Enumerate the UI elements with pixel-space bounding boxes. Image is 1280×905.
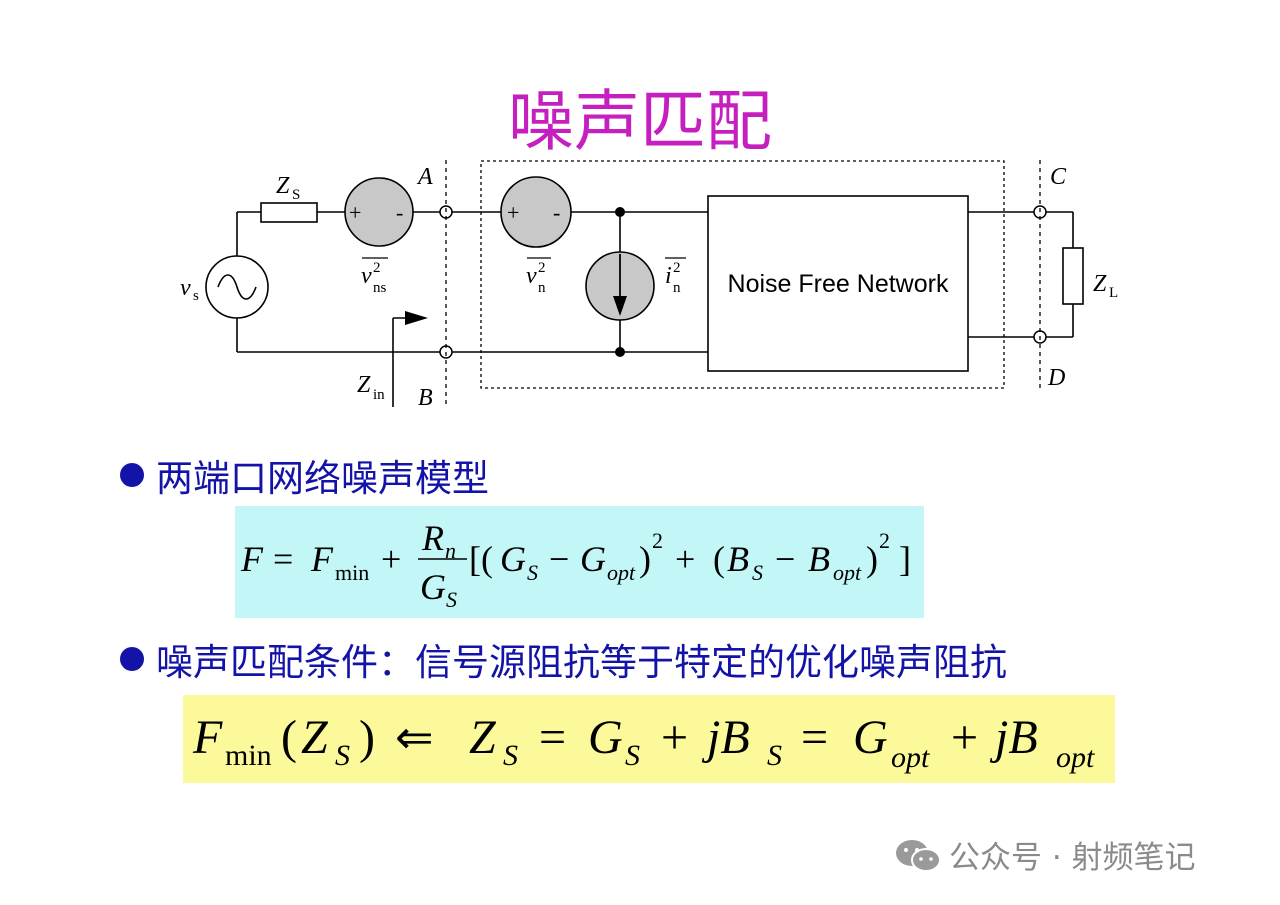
vns-minus: - [396,200,403,225]
eq2-G: G [588,711,623,764]
in-noise-current-source-icon [585,251,655,321]
eq2-S4: S [767,739,782,772]
noise-match-equation: F min ( Z S ) ⇐ Z S = G S + jB S = G opt… [183,695,1115,783]
vn-plus: + [507,200,519,225]
eq1-S1: S [527,560,538,585]
eq1-open: [( [469,539,493,579]
eq2-equals1: = [539,711,566,764]
eq1-n-sub: n [445,538,456,563]
eq1-minus1: − [549,539,569,579]
vns-sup: 2 [373,260,381,276]
eq2-S: S [335,739,350,772]
junction-dot [615,207,625,217]
eq1-F: F [240,539,264,579]
eq2-plus1: + [661,711,688,764]
node-a-label: A [416,164,433,190]
eq2-min-sub: min [225,739,272,772]
source-label: v [180,275,191,301]
junction-dot [615,347,625,357]
eq2-Z: Z [301,711,329,764]
network-label: Noise Free Network [728,270,949,298]
eq1-S-sub: S [446,587,457,612]
zin-arrow-icon [405,311,428,325]
zl-label: Z [1093,271,1107,297]
in-sup: 2 [673,260,681,276]
vns-sub: ns [373,280,387,296]
eq2-jB2: jB [989,711,1038,764]
noise-model-circuit: v s Z S + - v 2 ns + - v 2 n i 2 n A B C… [180,160,1118,411]
node-b-label: B [418,385,433,411]
eq1-B2: B [808,539,830,579]
eq1-B1: B [727,539,749,579]
noisy-network-boundary [480,160,1005,389]
vn-sub: n [538,280,546,296]
vn-sup: 2 [538,260,546,276]
eq1-opt1: opt [607,560,636,585]
eq2-lparen: ( [281,711,297,764]
eq1-min-sub: min [335,560,369,585]
eq2-opt2: opt [1056,741,1095,774]
zs-sub: S [292,187,300,203]
eq1-end: ] [899,539,911,579]
vn-noise-source-icon [500,176,572,248]
eq2-rparen: ) [359,711,375,764]
eq1-minus2: − [775,539,795,579]
eq1-plus2: + [675,539,695,579]
eq1-G1: G [500,539,526,579]
source-sub: s [193,288,199,304]
eq2-S3: S [625,739,640,772]
eq2-equals2: = [801,711,828,764]
zl-sub: L [1109,285,1118,301]
wechat-icon [896,840,941,872]
eq2-arrow: ⇐ [395,712,434,763]
noise-figure-equation: F = F min + R n G S [( G S − G opt ) 2 +… [235,506,924,618]
bullet-text: 两端口网络噪声模型 [156,457,489,500]
in-label: i [665,263,672,289]
eq2-Z2: Z [469,711,497,764]
voltage-source-icon [205,255,269,319]
in-sub: n [673,280,681,296]
vn-label: v [526,263,537,289]
node-c-label: C [1050,164,1067,190]
zin-label: Z [357,372,371,398]
eq2-jB: jB [701,711,750,764]
bullet-text: 噪声匹配条件：信号源阻抗等于特定的优化噪声阻抗 [156,641,1007,684]
slide-title: 噪声匹配 [508,83,772,160]
zs-label: Z [276,173,290,199]
eq1-close2: ) [866,539,878,579]
bullet-dot-icon [120,463,144,487]
zl-resistor-icon [1062,247,1084,305]
bullet-noise-match-condition: 噪声匹配条件：信号源阻抗等于特定的优化噪声阻抗 [120,632,1007,686]
eq1-Rn: R [421,518,444,558]
eq1-plus: + [381,539,401,579]
eq2-opt: opt [891,741,930,774]
bullet-two-port-model: 两端口网络噪声模型 [120,448,489,502]
eq1-G2: G [580,539,606,579]
eq1-Fmin: F [310,539,334,579]
watermark-text: 公众号 · 射频笔记 [949,840,1196,876]
vns-plus: + [349,200,361,225]
eq1-sq1: 2 [652,528,663,553]
bullet-dot-icon [120,647,144,671]
watermark: 公众号 · 射频笔记 [895,832,1196,877]
eq2-S2: S [503,739,518,772]
eq1-GS: G [420,567,446,607]
vns-noise-source-icon [344,177,414,247]
eq1-close1: ) [639,539,651,579]
vns-label: v [361,263,372,289]
zs-resistor-icon [260,202,318,223]
eq1-S2: S [752,560,763,585]
eq1-equals: = [273,539,293,579]
eq2-F: F [192,711,223,764]
zin-sub: in [373,387,385,403]
eq1-sq2: 2 [879,528,890,553]
eq2-G2: G [853,711,888,764]
eq1-open2: ( [713,539,725,579]
noise-free-network-box [707,195,969,372]
node-d-label: D [1047,365,1065,391]
eq1-opt2: opt [833,560,862,585]
vn-minus: - [553,200,560,225]
eq2-plus2: + [951,711,978,764]
